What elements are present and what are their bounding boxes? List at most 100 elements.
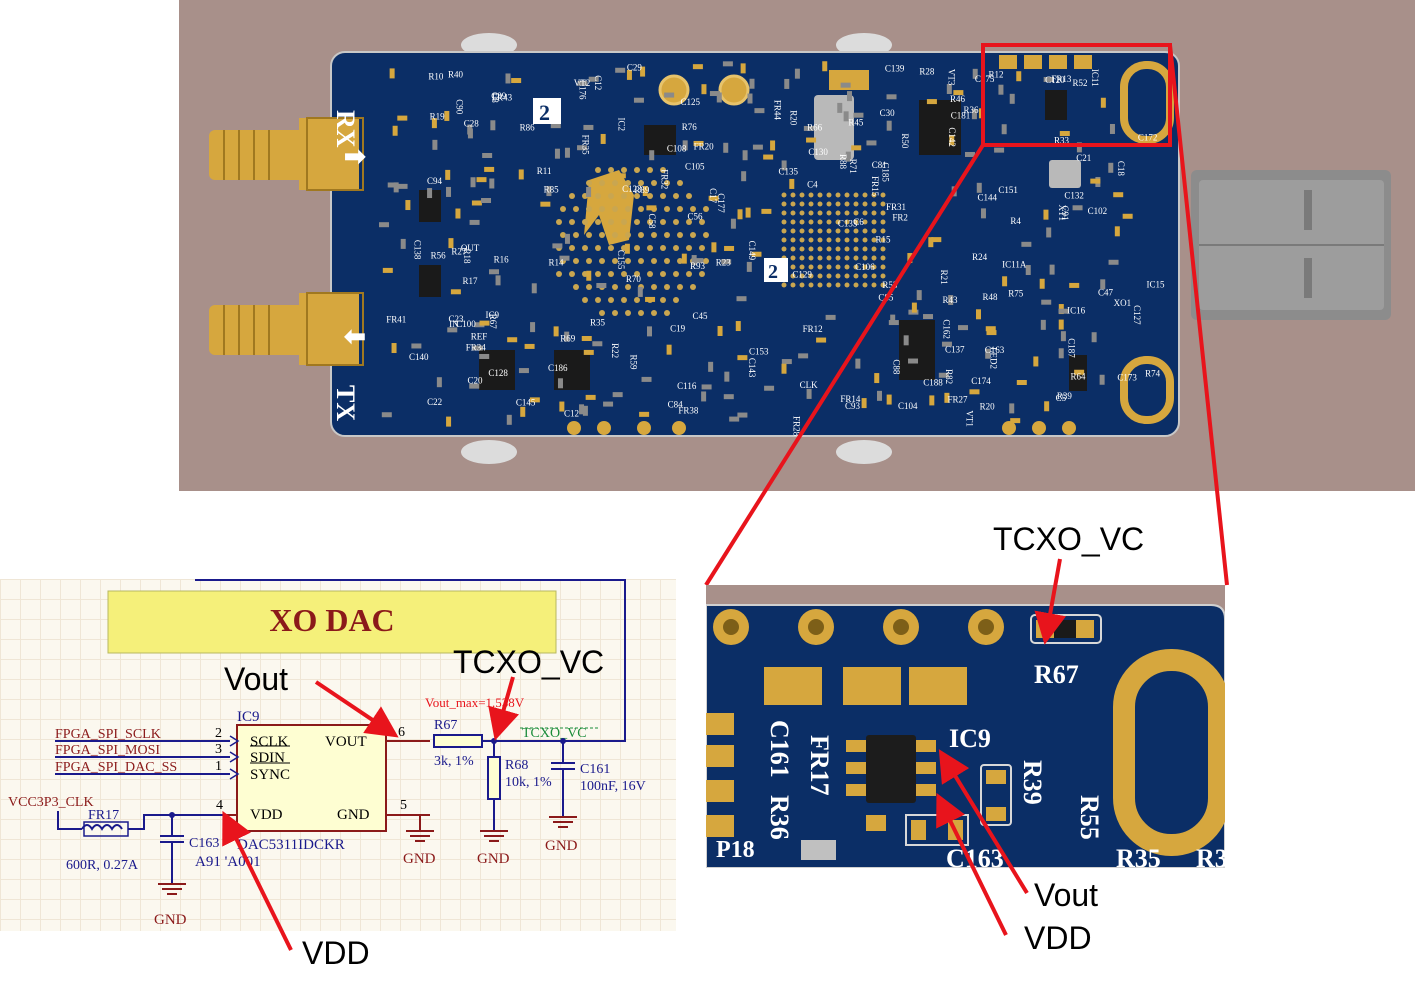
r67-value: 3k, 1% bbox=[434, 754, 474, 769]
silk-label: FR2 bbox=[892, 213, 908, 223]
schematic-panel: XO DAC IC9 DAC5311IDCKR A91 'A001 FPGA_S… bbox=[0, 579, 676, 931]
silk-label: R4 bbox=[1010, 216, 1021, 226]
silk-label: C8 bbox=[490, 92, 500, 103]
net-label-fpga-spi-sclk: FPGA_SPI_SCLK bbox=[55, 727, 161, 742]
silk-label: VT3 bbox=[946, 69, 956, 86]
silk-label: R53 bbox=[882, 280, 898, 290]
silk-label: R75 bbox=[1008, 289, 1024, 299]
c161-value: 100nF, 16V bbox=[580, 779, 646, 794]
silk-label: IC2 bbox=[616, 117, 626, 131]
zoom-panel: R67 P18 C161 R36 FR17 IC9 C163 R bbox=[706, 585, 1225, 868]
silk-label: C105 bbox=[685, 162, 705, 172]
zoom-ic9-chip bbox=[866, 735, 916, 803]
silk-label: R71 bbox=[848, 159, 858, 174]
zoom-p18-label: P18 bbox=[716, 837, 755, 863]
zoom-line bbox=[704, 143, 985, 587]
silk-label: FR41 bbox=[386, 315, 406, 325]
silk-label: C142 bbox=[947, 127, 957, 147]
silk-label: C104 bbox=[898, 401, 918, 411]
silk-label: C93 bbox=[845, 401, 861, 411]
silk-label: C81 bbox=[872, 160, 887, 170]
silk-label: C17 bbox=[708, 188, 718, 204]
silk-label: LED2 bbox=[988, 347, 998, 369]
rx-label: RX bbox=[331, 110, 360, 148]
silk-label: R52 bbox=[1072, 78, 1087, 88]
silk-label: C163 bbox=[985, 345, 1005, 355]
silk-label: R86 bbox=[520, 122, 536, 132]
silk-label: C21 bbox=[1076, 153, 1091, 163]
r68-value: 10k, 1% bbox=[505, 775, 552, 790]
silk-label: R56 bbox=[431, 250, 447, 260]
highlight-box bbox=[981, 43, 1172, 147]
silk-label: R11 bbox=[537, 166, 552, 176]
silk-label: C120 bbox=[1045, 75, 1065, 85]
silk-label: C137 bbox=[945, 345, 965, 355]
silk-label: FR34 bbox=[466, 342, 487, 352]
pcb-closeup bbox=[706, 604, 1225, 868]
silk-label: R22 bbox=[610, 343, 620, 358]
tx-label: TX bbox=[331, 385, 360, 421]
silk-label: C84 bbox=[668, 399, 684, 409]
silk-label: C176 bbox=[577, 80, 587, 100]
silk-label: C186 bbox=[548, 363, 568, 373]
silk-label: FR28 bbox=[791, 416, 801, 437]
silk-label: XT1 bbox=[1057, 204, 1067, 221]
silk-label: FR35 bbox=[580, 135, 590, 156]
silk-label: R74 bbox=[1145, 369, 1161, 379]
net-label-fpga-spi-dac-ss: FPGA_SPI_DAC_SS bbox=[55, 760, 177, 775]
silk-label: C153 bbox=[749, 347, 769, 357]
silk-label: C102 bbox=[1088, 206, 1108, 216]
silk-label: IC15 bbox=[1147, 280, 1166, 290]
pin-num: 2 bbox=[215, 726, 222, 741]
silk-label: C155 bbox=[616, 250, 626, 270]
fr17-ref: FR17 bbox=[88, 808, 119, 823]
ic9-body bbox=[236, 724, 387, 832]
xt1-crystal bbox=[1049, 160, 1081, 188]
ic9-ref: IC9 bbox=[237, 709, 260, 725]
sma-connector-tx bbox=[209, 292, 364, 366]
gnd-label: GND bbox=[545, 838, 578, 854]
silk-label: FR31 bbox=[886, 202, 906, 212]
vout-zoom-callout: Vout bbox=[1034, 877, 1099, 913]
silk-label: R19 bbox=[430, 112, 446, 122]
silk-label: R33 bbox=[1054, 135, 1070, 145]
tcxo-zoom-callout: TCXO_VC bbox=[993, 521, 1145, 557]
silk-label: C128 bbox=[488, 368, 508, 378]
silk-label: C172 bbox=[1138, 132, 1158, 142]
silk-label: C20 bbox=[467, 375, 483, 385]
zoom-c161-label: C161 bbox=[765, 720, 794, 778]
silk-label: R16 bbox=[494, 255, 510, 265]
silk-label: FR32 bbox=[660, 169, 670, 189]
silk-label: R40 bbox=[448, 70, 464, 80]
silk-label: R82 bbox=[944, 369, 954, 384]
silk-label: C19 bbox=[670, 324, 686, 334]
vout-schem-callout: Vout bbox=[224, 661, 289, 697]
silk-label: IC9 bbox=[486, 310, 500, 320]
pin-vdd-num: 4 bbox=[216, 798, 223, 813]
silk-label: C58 bbox=[647, 214, 657, 230]
silk-label: R88 bbox=[838, 154, 848, 170]
silk-label: R67 bbox=[488, 314, 498, 330]
silk-label: C12 bbox=[564, 408, 579, 418]
pin-name-sync: SYNC bbox=[250, 767, 290, 783]
silk-label: R85 bbox=[544, 185, 560, 195]
silk-label: OUT bbox=[461, 243, 480, 253]
pin-num: 3 bbox=[215, 742, 222, 757]
silk-label: VT2 bbox=[574, 78, 591, 88]
silk-label: R69 bbox=[560, 334, 576, 344]
silk-label: FR12 bbox=[803, 324, 823, 334]
silk-label: C140 bbox=[409, 352, 429, 362]
silk-label: C133 bbox=[838, 218, 858, 228]
r68-ref: R68 bbox=[505, 758, 528, 773]
silk-label: C100 bbox=[456, 319, 476, 329]
silk-label: IC16 bbox=[1067, 305, 1086, 315]
ic11-chip bbox=[899, 320, 935, 380]
silk-label: R20 bbox=[788, 110, 798, 126]
pin-gnd-num: 5 bbox=[400, 798, 407, 813]
silk-label: R24 bbox=[972, 252, 988, 262]
silk-label: R39 bbox=[1057, 391, 1073, 401]
smd-components bbox=[379, 61, 1133, 427]
ufl-connector-out bbox=[718, 74, 750, 106]
silk-label: C181 bbox=[951, 111, 971, 121]
